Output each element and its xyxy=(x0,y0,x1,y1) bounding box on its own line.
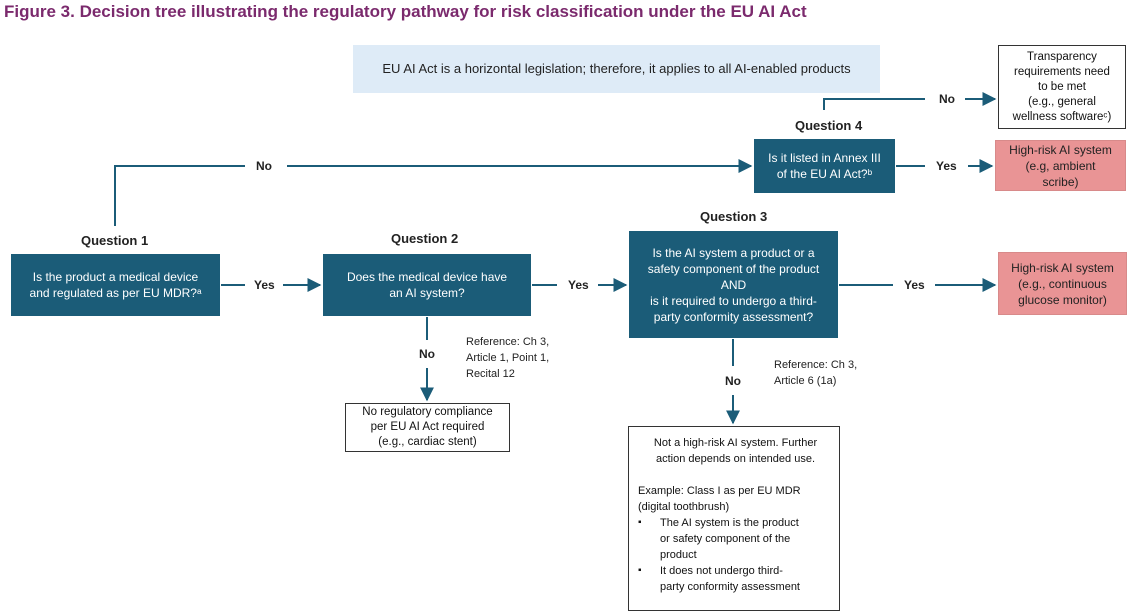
bullet-item: The AI system is the product or safety c… xyxy=(638,515,833,563)
bullet-item: It does not undergo third- party conform… xyxy=(638,563,833,595)
high-risk-1-text-line: (e.g, ambient xyxy=(1025,158,1096,173)
question-1-text-line: Is the product a medical device xyxy=(32,270,199,284)
reference-line: Reference: Ch 3, xyxy=(774,359,858,371)
transparency-text-line: (e.g., general xyxy=(1028,95,1096,108)
no-compliance-text-line: per EU AI Act required xyxy=(370,421,485,433)
question-1-box: Is the product a medical device and regu… xyxy=(11,254,220,316)
transparency-text-line: to be met xyxy=(1038,80,1086,93)
q4-yes-label: Yes xyxy=(936,159,957,173)
reference-line: Reference: Ch 3, xyxy=(466,336,550,348)
question-4-text-line: Is it listed in Annex III xyxy=(768,151,881,165)
example-text-line: (digital toothbrush) xyxy=(638,501,730,513)
high-risk-2-text-line: High-risk AI system xyxy=(1011,260,1114,275)
question-3-text-line: AND xyxy=(720,277,747,292)
bullet-text-line: It does not undergo third- xyxy=(660,565,783,577)
transparency-text-line: Transparency xyxy=(1027,50,1097,63)
transparency-text-line: wellness softwareᶜ) xyxy=(1012,110,1112,123)
q2-no-label: No xyxy=(419,347,435,361)
question-4-text-line: of the EU AI Act?ᵇ xyxy=(776,167,873,181)
bullet-text-line: party conformity assessment xyxy=(660,581,800,593)
not-high-risk-outcome-box: Not a high-risk AI system. Further actio… xyxy=(628,426,840,611)
figure-title: Figure 3. Decision tree illustrating the… xyxy=(4,2,807,21)
question-2-box: Does the medical device have an AI syste… xyxy=(323,254,531,316)
not-high-risk-text-line: action depends on intended use. xyxy=(655,453,816,465)
not-high-risk-text-line: Not a high-risk AI system. Further xyxy=(653,437,818,449)
question-3-box: Is the AI system a product or a safety c… xyxy=(629,231,838,338)
high-risk-2-text-line: (e.g., continuous xyxy=(1018,276,1107,291)
question-3-text-line: Is the AI system a product or a xyxy=(652,245,815,260)
q4-no-label: No xyxy=(939,92,955,106)
q3-no-label: No xyxy=(725,374,741,388)
question-2-text-line: an AI system? xyxy=(389,286,465,300)
not-high-risk-heading: Not a high-risk AI system. Further actio… xyxy=(638,435,833,467)
question-2-text-line: Does the medical device have xyxy=(346,270,508,284)
question-3-reference: Reference: Ch 3, Article 6 (1a) xyxy=(774,357,857,389)
not-high-risk-example: Example: Class I as per EU MDR (digital … xyxy=(638,483,833,515)
high-risk-1-text-line: scribe) xyxy=(1042,174,1079,189)
question-3-text-line: safety component of the product xyxy=(647,261,820,276)
reference-line: Article 6 (1a) xyxy=(774,375,837,387)
q3-yes-label: Yes xyxy=(904,278,925,292)
bullet-text-line: The AI system is the product xyxy=(660,517,799,529)
transparency-text-line: requirements need xyxy=(1014,65,1110,78)
example-text-line: Example: Class I as per EU MDR xyxy=(638,485,801,497)
reference-line: Recital 12 xyxy=(466,368,515,380)
not-high-risk-bullet-list: The AI system is the product or safety c… xyxy=(638,515,833,595)
no-compliance-text-line: (e.g., cardiac stent) xyxy=(378,436,477,448)
reference-line: Article 1, Point 1, xyxy=(466,352,550,364)
q1-no-label: No xyxy=(256,159,272,173)
question-4-label: Question 4 xyxy=(795,118,863,133)
q2-yes-label: Yes xyxy=(568,278,589,292)
q1-no-connector xyxy=(114,166,751,226)
bullet-text-line: product xyxy=(660,549,697,561)
question-3-text-line: party conformity assessment? xyxy=(653,309,814,324)
question-2-label: Question 2 xyxy=(391,231,459,246)
question-3-label: Question 3 xyxy=(700,209,768,224)
q4-no-connector xyxy=(823,99,995,110)
high-risk-2-text-line: glucose monitor) xyxy=(1018,292,1107,307)
intro-text: EU AI Act is a horizontal legislation; t… xyxy=(382,61,851,76)
high-risk-glucose-monitor-box: High-risk AI system (e.g., continuous gl… xyxy=(998,252,1127,315)
bullet-text-line: or safety component of the xyxy=(660,533,791,545)
question-4-box: Is it listed in Annex III of the EU AI A… xyxy=(754,139,895,193)
intro-box: EU AI Act is a horizontal legislation; t… xyxy=(353,45,880,93)
transparency-outcome-box: Transparency requirements need to be met… xyxy=(998,45,1126,129)
question-1-text-line: and regulated as per EU MDR?ᵃ xyxy=(29,286,202,300)
question-2-reference: Reference: Ch 3, Article 1, Point 1, Rec… xyxy=(466,334,549,382)
q1-yes-label: Yes xyxy=(254,278,275,292)
high-risk-1-text-line: High-risk AI system xyxy=(1009,142,1112,157)
question-1-label: Question 1 xyxy=(81,233,149,248)
question-3-text-line: is it required to undergo a third- xyxy=(650,293,817,308)
